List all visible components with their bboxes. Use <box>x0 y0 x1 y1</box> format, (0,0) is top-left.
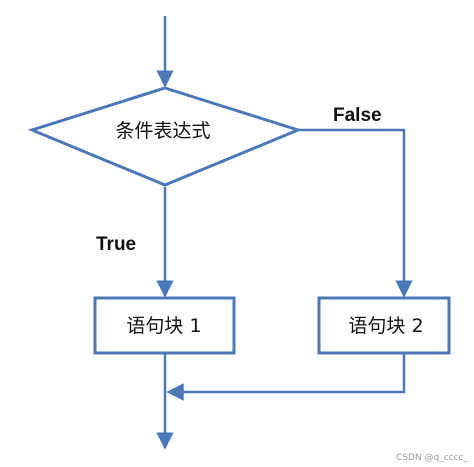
decision-label: 条件表达式 <box>115 120 210 142</box>
merge-arrow <box>166 353 406 401</box>
watermark-text: CSDN @q_cccc_ <box>396 453 469 463</box>
statement-block-2 <box>317 296 451 355</box>
statement-block-1 <box>93 296 236 355</box>
decision-diamond <box>27 86 303 187</box>
true-label: True <box>96 234 136 255</box>
false-label: False <box>333 105 382 126</box>
statement-block-2-label: 语句块 2 <box>348 315 423 337</box>
false-branch-arrow <box>298 128 413 298</box>
statement-block-1-label: 语句块 1 <box>126 315 201 337</box>
